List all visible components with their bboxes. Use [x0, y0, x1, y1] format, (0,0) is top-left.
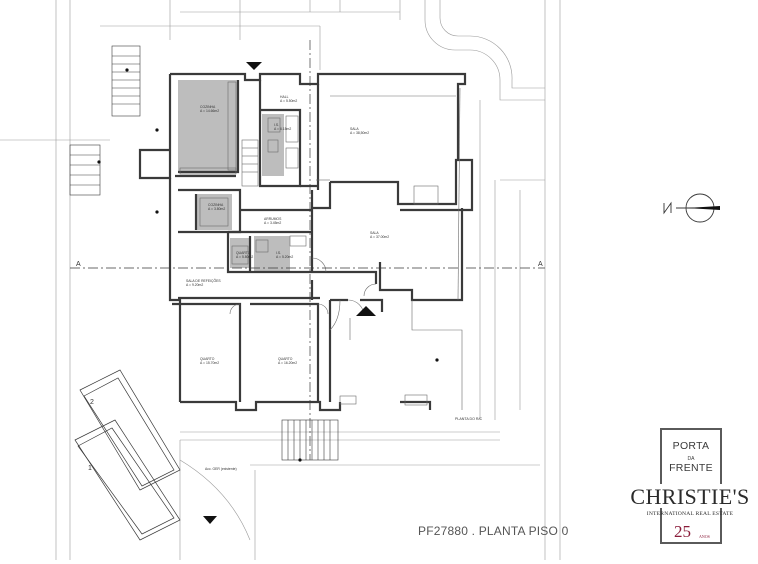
room-area: A = 6.15m2	[274, 127, 291, 131]
room-name: COZINHA	[208, 203, 224, 207]
parking-number: 1	[88, 465, 92, 472]
room-name: HALL	[280, 95, 289, 99]
room-area: A = 5.20m2	[276, 255, 293, 259]
logo-da: DA	[687, 456, 695, 462]
room-name: COZINHA	[200, 105, 216, 109]
room-area: A = 5.80m2	[236, 255, 253, 259]
logo-anos: ANOS	[699, 534, 710, 539]
room-name: I.S.	[274, 123, 279, 127]
entrance-note: Acc. GER (existente)	[205, 467, 237, 471]
room-area: A = 3.80m2	[208, 207, 225, 211]
section-mark-right: A	[538, 261, 543, 268]
room-area: A = 5.50m2	[280, 99, 297, 103]
room-area: A = 14.66m2	[200, 109, 219, 113]
site-context-lines	[0, 0, 561, 560]
room-name: QUARTO	[236, 251, 251, 255]
interior-details	[179, 81, 463, 410]
room-name: SALA	[370, 231, 379, 235]
logo-christies: CHRISTIE'S	[630, 484, 750, 509]
north-and-entrance-markers	[97, 62, 439, 524]
drawing-marks: A A 2 1	[76, 261, 543, 472]
room-area: A = 9.20m2	[186, 283, 203, 287]
room-name: SALA DE REFEIÇÕES	[186, 278, 221, 283]
room-name: QUARTO	[278, 357, 293, 361]
section-mark-left: A	[76, 261, 81, 268]
room-area: A = 15.70m2	[200, 361, 219, 365]
room-area: A = 16.20m2	[278, 361, 297, 365]
left-stair	[69, 45, 141, 196]
logo-frame-gap	[658, 484, 722, 508]
north-arrow	[663, 193, 720, 223]
brand-logo: PORTA DA FRENTE CHRISTIE'S INTERNATIONAL…	[622, 424, 758, 554]
room-name: SALA	[350, 127, 359, 131]
room-name: ARRUMOS	[264, 217, 282, 221]
room-area: A = 37.00m2	[370, 235, 389, 239]
logo-frente: FRENTE	[669, 462, 713, 474]
parking-number: 2	[90, 399, 94, 406]
floor-level-label: PLANTA DO R/C	[455, 417, 482, 421]
drawing-caption: PF27880 . PLANTA PISO 0	[418, 524, 569, 538]
logo-porta: PORTA	[672, 440, 710, 452]
logo-intl: INTERNATIONAL REAL ESTATE	[646, 511, 734, 517]
room-labels: COZINHA A = 14.66m2 HALL A = 5.50m2 I.S.…	[186, 95, 482, 471]
room-name: I.S.	[276, 251, 281, 255]
room-name: QUARTO	[200, 357, 215, 361]
entrance-steps	[281, 419, 339, 461]
section-axes	[70, 40, 545, 460]
logo-25: 25	[674, 522, 691, 541]
parking-bays	[74, 369, 181, 541]
room-area: A = 3.45m2	[264, 221, 281, 225]
room-area: A = 38,50m2	[350, 131, 369, 135]
